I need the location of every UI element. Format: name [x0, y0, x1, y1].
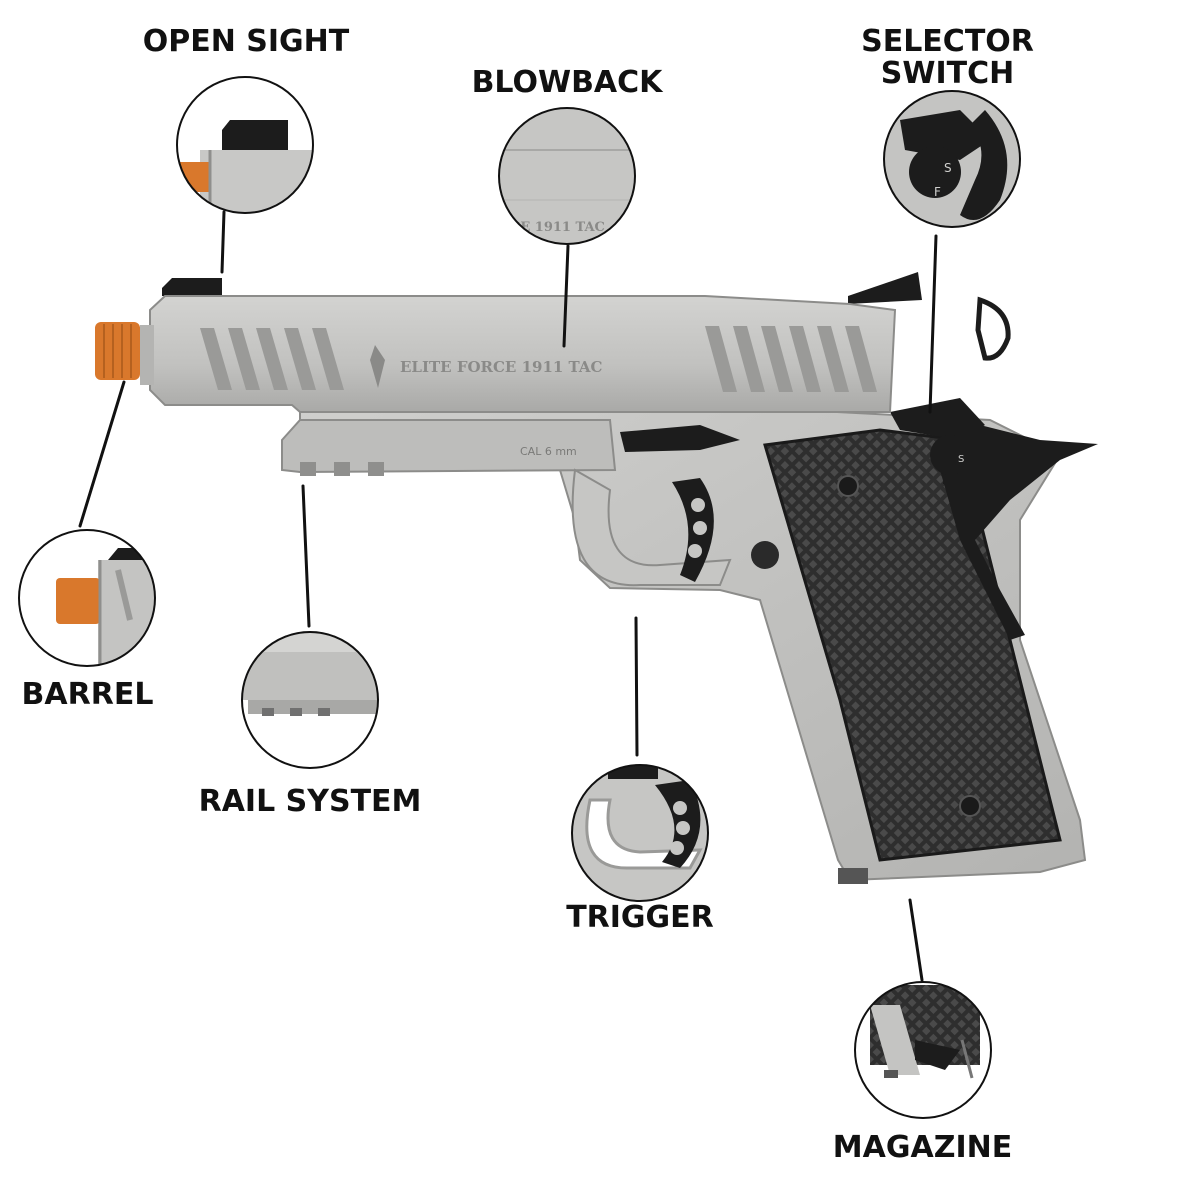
- blowback-line: [562, 244, 570, 348]
- thumb-safety: [890, 398, 985, 440]
- slide-stop: [620, 425, 740, 452]
- selector-switch: [930, 435, 970, 475]
- selector-switch-label: SELECTOR SWITCH: [850, 26, 1045, 90]
- selector-mark-s: S: [958, 454, 964, 465]
- slide-logo: [370, 345, 385, 388]
- trigger-guard: [571, 468, 732, 587]
- beavertail: [940, 420, 1098, 640]
- rail-line: [301, 484, 311, 628]
- barrel-tip: [95, 322, 140, 380]
- pistol: CAL 6 mm S F: [95, 272, 1098, 884]
- grip-panel: [763, 428, 1062, 862]
- blowback-detail-text: CE 1911 TAC: [510, 220, 605, 235]
- rail-system-label: RAIL SYSTEM: [198, 784, 422, 819]
- trigger-callout: [571, 764, 709, 902]
- magazine-baseplate: [838, 868, 868, 884]
- rear-serrations: [705, 326, 877, 392]
- mag-release: [751, 541, 779, 569]
- hammer: [975, 296, 1011, 361]
- trigger-closeup-icon: [572, 765, 708, 901]
- rail-closeup-icon: [242, 632, 378, 716]
- rail-system-callout: [241, 631, 379, 769]
- svg-text:S: S: [944, 161, 952, 175]
- grip-screw-bottom: [959, 795, 981, 817]
- svg-text:F: F: [934, 185, 941, 199]
- magazine-label: MAGAZINE: [832, 1130, 1013, 1165]
- magazine-callout: [854, 981, 992, 1119]
- selector-switch-label-line2: SWITCH: [880, 56, 1015, 91]
- open-sight-line: [220, 210, 226, 274]
- callout-lines: [78, 210, 938, 982]
- slide-engraving: ELITE FORCE 1911 TAC: [400, 358, 603, 376]
- trigger-line: [634, 616, 639, 757]
- blowback-callout: CE 1911 TAC: [498, 107, 636, 245]
- rear-sight: [848, 272, 922, 304]
- trigger-hole-1: [691, 498, 705, 512]
- rail-slot-3: [368, 462, 384, 476]
- magazine-closeup-icon: [870, 985, 980, 1079]
- frame-marking: CAL 6 mm: [520, 445, 577, 458]
- rail-block: [281, 419, 617, 474]
- open-sight-label: OPEN SIGHT: [142, 24, 350, 59]
- barrel-bushing: [140, 325, 154, 385]
- barrel-label: BARREL: [21, 677, 154, 712]
- barrel-callout: [18, 529, 156, 667]
- trigger-label: TRIGGER: [566, 900, 714, 935]
- blowback-label: BLOWBACK: [471, 65, 663, 100]
- selector-switch-callout: S F: [883, 90, 1021, 228]
- barrel-thread-lines: [103, 324, 132, 378]
- rail-slot-2: [334, 462, 350, 476]
- slide-closeup-icon: CE 1911 TAC: [499, 108, 635, 244]
- grip-screw-top: [837, 475, 859, 497]
- front-serrations: [200, 328, 344, 390]
- trigger-hole-2: [693, 521, 707, 535]
- selector-switch-label-line1: SELECTOR: [861, 24, 1034, 59]
- selector-mark-f: F: [942, 476, 948, 487]
- slide: [149, 295, 897, 413]
- selector-line: [928, 234, 938, 414]
- trigger-hole-3: [688, 544, 702, 558]
- barrel-line: [78, 380, 126, 528]
- rail-slot-1: [300, 462, 316, 476]
- front-sight: [162, 278, 222, 296]
- open-sight-callout: [176, 76, 314, 214]
- magazine-line: [908, 898, 924, 982]
- selector-closeup-icon: S F: [884, 91, 1020, 227]
